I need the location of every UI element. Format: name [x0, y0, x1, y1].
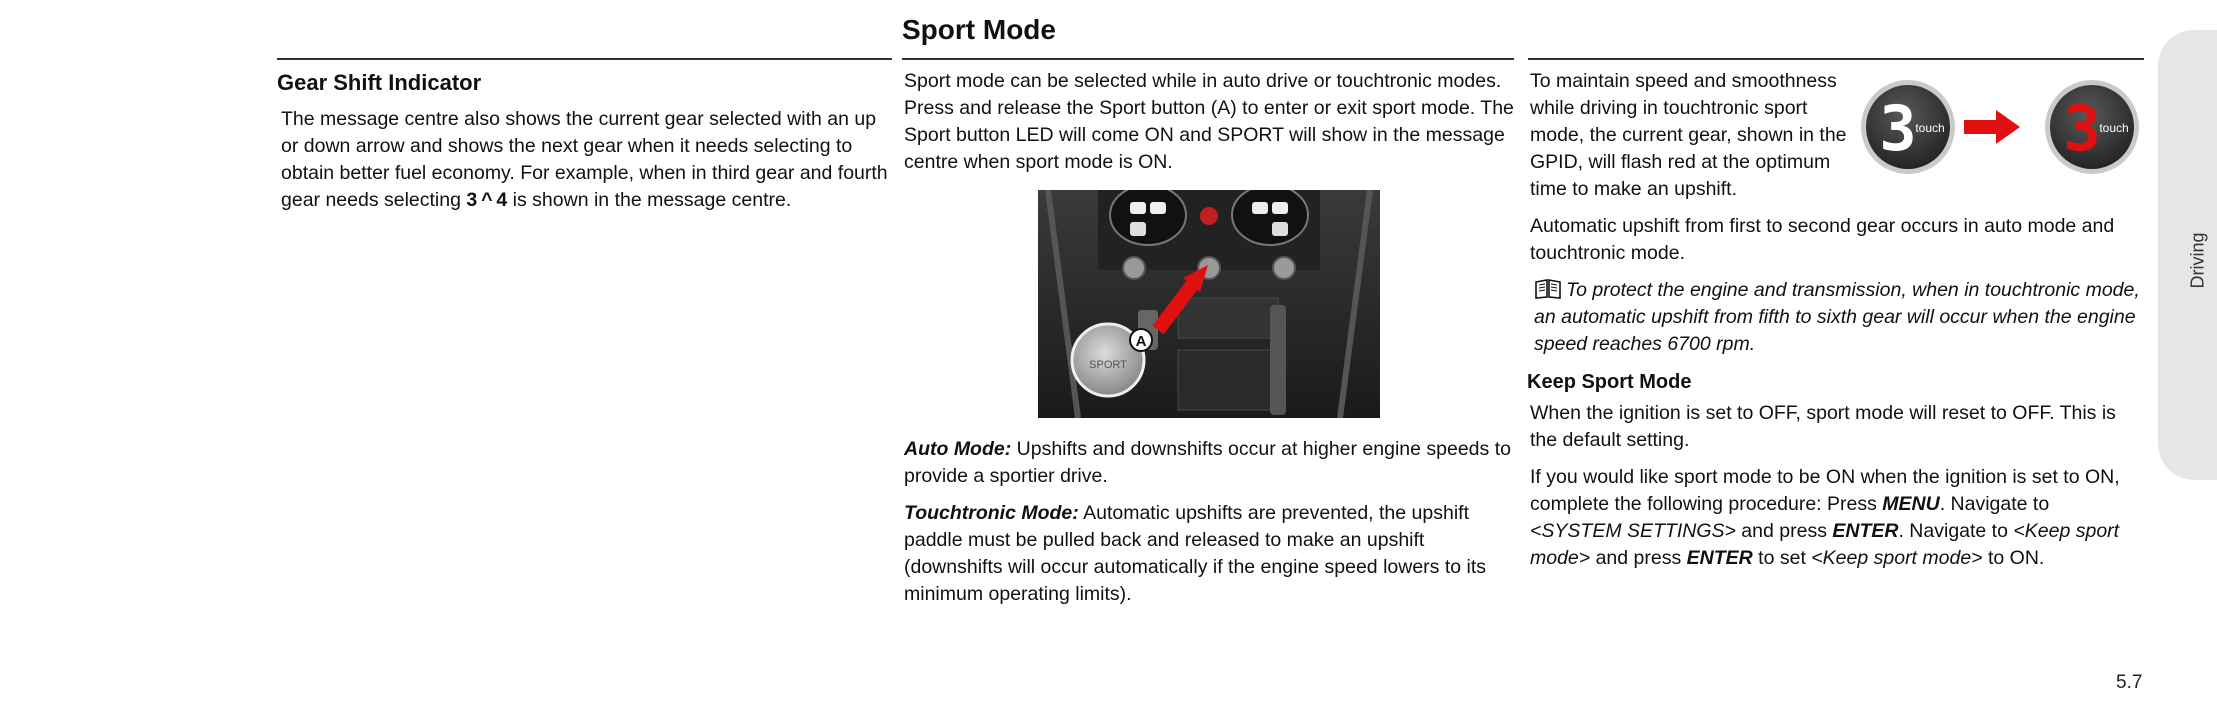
- section-side-tab-label: Driving: [2187, 231, 2208, 289]
- gear-digit-flash: 3: [2063, 92, 2100, 165]
- gear-label-flash: touch: [2099, 121, 2128, 135]
- gear-digit-normal: 3: [1879, 92, 1916, 165]
- menu-key: MENU: [1882, 493, 1940, 515]
- auto-mode-text: Auto Mode: Upshifts and downshifts occur…: [904, 436, 1514, 490]
- auto-mode-label: Auto Mode:: [904, 438, 1012, 460]
- arrow-right-icon: [1964, 110, 2020, 144]
- gear-label-normal: touch: [1915, 121, 1944, 135]
- auto-mode-description: Upshifts and downshifts occur at higher …: [904, 438, 1511, 487]
- enter-key-2: ENTER: [1686, 547, 1753, 569]
- sport-mode-intro: Sport mode can be selected while in auto…: [904, 70, 1514, 173]
- column-gear-shift-indicator: Gear Shift Indicator The message centre …: [277, 68, 892, 224]
- auto-upshift-text: Automatic upshift from first to second g…: [1530, 215, 2115, 264]
- center-console-photo: SPORT A: [1038, 190, 1380, 418]
- column-sport-mode: Sport mode can be selected while in auto…: [904, 68, 1514, 618]
- touchtronic-mode-text: Touchtronic Mode: Automatic upshifts are…: [904, 500, 1514, 608]
- touchtronic-mode-label: Touchtronic Mode:: [904, 502, 1079, 524]
- column-rule-middle: [902, 58, 1514, 60]
- keep-sport-procedure-text: If you would like sport mode to be ON wh…: [1530, 466, 2120, 569]
- section-side-tab: [2158, 30, 2217, 480]
- system-settings-item: <SYSTEM SETTINGS>: [1530, 520, 1736, 542]
- keep-sport-reset-text: When the ignition is set to OFF, sport m…: [1530, 402, 2116, 451]
- gear-shift-indicator-heading: Gear Shift Indicator: [277, 70, 482, 95]
- keep-sport-mode-heading: Keep Sport Mode: [1527, 371, 1692, 393]
- column-rule-right: [1528, 58, 2144, 60]
- gpid-speed-text: To maintain speed and smoothness while d…: [1530, 70, 1847, 200]
- gear-shift-text-part1: The message centre also shows the curren…: [281, 108, 888, 211]
- column-rule-left: [277, 58, 892, 60]
- enter-key: ENTER: [1832, 520, 1899, 542]
- callout-a: A: [1136, 333, 1147, 350]
- sport-button-label: SPORT: [1089, 359, 1127, 371]
- gear-shift-indicator-text: The message centre also shows the curren…: [277, 106, 892, 214]
- engine-protection-note-text: To protect the engine and transmission, …: [1534, 279, 2140, 355]
- book-icon: [1535, 279, 1561, 299]
- page-number: 5.7: [2116, 672, 2143, 693]
- engine-protection-note: To protect the engine and transmission, …: [1530, 277, 2142, 358]
- gear-shift-text-part2: is shown in the message centre.: [507, 189, 792, 211]
- keep-sport-mode-item: <Keep sport mode>: [1530, 520, 2120, 569]
- keep-sport-mode-item-2: <Keep sport mode>: [1811, 547, 1983, 569]
- touchtronic-mode-description: Automatic upshifts are prevented, the up…: [904, 502, 1487, 605]
- gear-example: 3 ^ 4: [466, 189, 508, 211]
- gpid-gear-flash-figure: 3 touch 3 touch: [1861, 80, 2139, 174]
- page-title: Sport Mode: [902, 14, 1056, 45]
- column-gpid: 3 touch 3 touch To maintain speed and sm…: [1527, 68, 2142, 582]
